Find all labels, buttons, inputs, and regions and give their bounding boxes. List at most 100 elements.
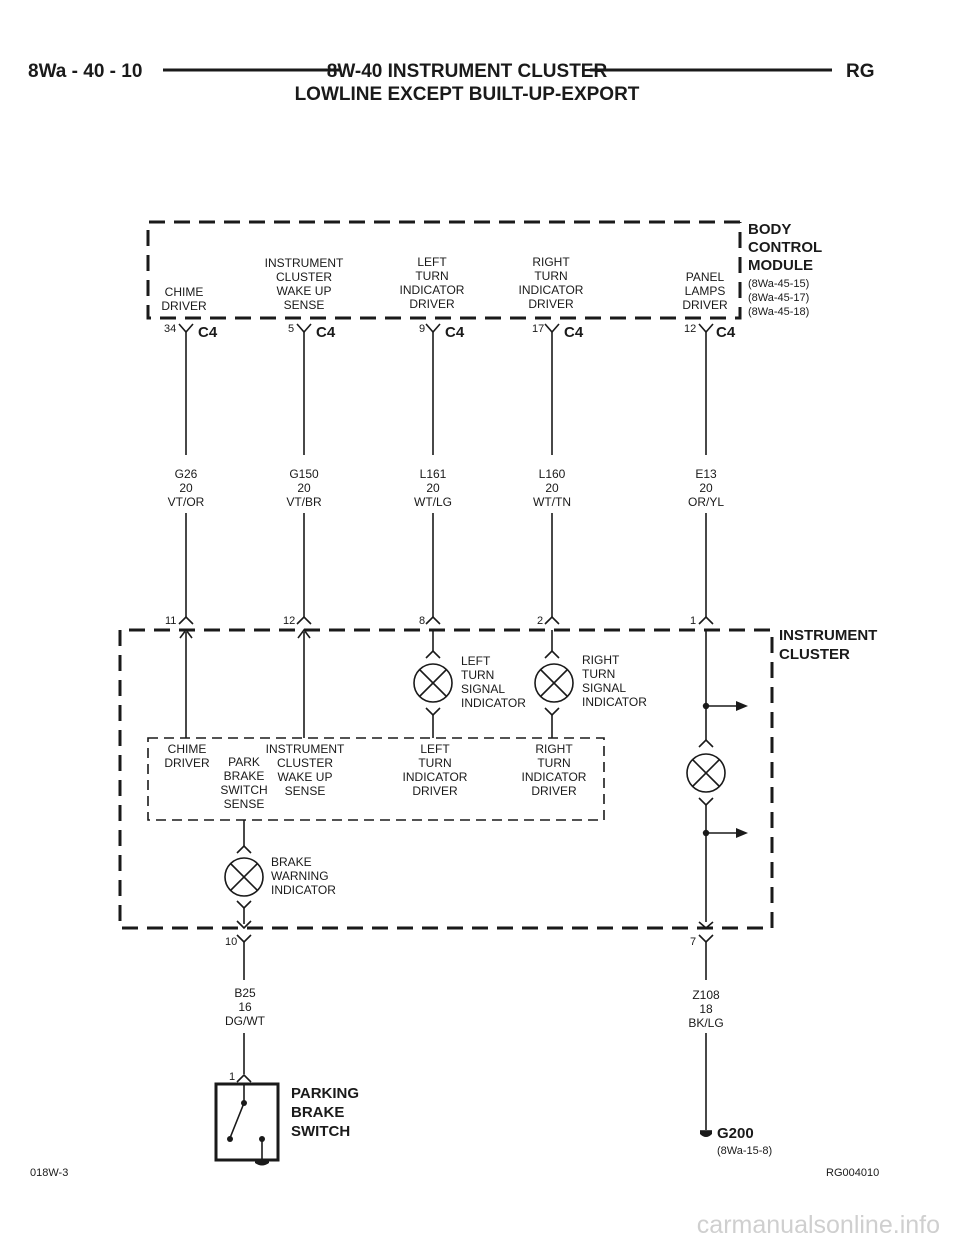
svg-text:VT/BR: VT/BR (286, 495, 322, 509)
page-title-line2: LOWLINE EXCEPT BUILT-UP-EXPORT (295, 84, 640, 105)
svg-text:L161: L161 (420, 467, 447, 481)
svg-text:BODY: BODY (748, 221, 791, 238)
svg-text:SENSE: SENSE (284, 298, 325, 312)
svg-text:Z108: Z108 (692, 988, 720, 1002)
bcm-name: BODY CONTROL MODULE (748, 221, 822, 274)
svg-text:WAKE UP: WAKE UP (278, 770, 333, 784)
svg-text:C4: C4 (198, 324, 218, 341)
cluster-pin-1: 1 (690, 615, 714, 627)
svg-text:CLUSTER: CLUSTER (779, 646, 850, 663)
svg-text:C4: C4 (716, 324, 736, 341)
left-turn-lamp-icon (413, 663, 453, 703)
switch-pin-1: 1 (229, 1071, 252, 1083)
cluster-pin-8: 8 (419, 615, 441, 627)
svg-text:12: 12 (684, 323, 696, 335)
svg-text:17: 17 (532, 323, 544, 335)
svg-text:7: 7 (690, 936, 696, 948)
wire-label-l161: L161 20 WT/LG (414, 467, 452, 509)
footer-left-code: 018W-3 (30, 1167, 68, 1179)
svg-text:INDICATOR: INDICATOR (519, 283, 584, 297)
svg-text:WARNING: WARNING (271, 869, 329, 883)
svg-text:SIGNAL: SIGNAL (582, 681, 626, 695)
cluster-arrow-wake (297, 628, 311, 639)
ground-icon (700, 1131, 712, 1137)
svg-text:DRIVER: DRIVER (161, 299, 207, 313)
bcm-label-left-turn-driver: LEFT TURN INDICATOR DRIVER (400, 255, 465, 311)
switch-blade-icon (229, 1102, 245, 1139)
svg-text:MODULE: MODULE (748, 257, 813, 274)
svg-text:G26: G26 (175, 467, 198, 481)
inner-label-left-turn-driver: LEFT TURN INDICATOR DRIVER (403, 742, 468, 798)
wire-label-g150: G150 20 VT/BR (286, 467, 322, 509)
svg-text:DG/WT: DG/WT (225, 1014, 266, 1028)
svg-text:DRIVER: DRIVER (164, 756, 210, 770)
bcm-pin-34: 34 C4 (164, 323, 218, 341)
bcm-label-right-turn-driver: RIGHT TURN INDICATOR DRIVER (519, 255, 584, 311)
bcm-pin-5: 5 C4 (288, 323, 336, 341)
page-title-line1: 8W-40 INSTRUMENT CLUSTER (327, 61, 608, 82)
svg-text:11: 11 (165, 615, 176, 627)
svg-text:1: 1 (229, 1071, 235, 1083)
bcm-pin-9: 9 C4 (419, 323, 465, 341)
inner-label-chime-driver: CHIME DRIVER (164, 742, 210, 770)
cluster-dashed-box (118, 628, 774, 930)
svg-text:INDICATOR: INDICATOR (271, 883, 336, 897)
brake-lamp-socket-bottom (236, 900, 252, 910)
svg-text:SWITCH: SWITCH (291, 1123, 350, 1140)
svg-text:12: 12 (283, 615, 295, 627)
svg-text:VT/OR: VT/OR (168, 495, 205, 509)
right-turn-lamp-cross-b (540, 669, 568, 697)
svg-text:18: 18 (699, 1002, 713, 1016)
svg-text:TURN: TURN (461, 668, 494, 682)
cluster-arrow-brake (236, 920, 252, 930)
svg-text:8: 8 (419, 615, 425, 627)
svg-text:1: 1 (690, 615, 696, 627)
svg-text:SENSE: SENSE (285, 784, 326, 798)
svg-text:DRIVER: DRIVER (531, 784, 577, 798)
wire-label-e13: E13 20 OR/YL (688, 467, 724, 509)
svg-text:20: 20 (545, 481, 559, 495)
svg-text:(8Wa-45-17): (8Wa-45-17) (748, 292, 809, 304)
svg-text:20: 20 (297, 481, 311, 495)
wire-label-z108: Z108 18 BK/LG (688, 988, 723, 1030)
cluster-arrow-ground (698, 921, 714, 930)
bcm-label-chime-driver: CHIME DRIVER (161, 285, 207, 313)
svg-text:INDICATOR: INDICATOR (403, 770, 468, 784)
svg-text:20: 20 (179, 481, 193, 495)
panel-lamps-arrow-lower-icon (736, 828, 748, 838)
left-turn-lamp-socket-top (425, 649, 441, 659)
right-turn-lamp-socket-bottom (544, 707, 560, 717)
svg-text:TURN: TURN (415, 269, 448, 283)
switch-ground-icon (255, 1160, 269, 1166)
svg-text:LAMPS: LAMPS (685, 284, 726, 298)
svg-text:WT/LG: WT/LG (414, 495, 452, 509)
wire-label-l160: L160 20 WT/TN (533, 467, 571, 509)
svg-text:20: 20 (699, 481, 713, 495)
page-reference: 8Wa - 40 - 10 (28, 61, 142, 82)
inner-label-right-turn-driver: RIGHT TURN INDICATOR DRIVER (522, 742, 587, 798)
parking-brake-switch-box (214, 1082, 280, 1162)
svg-text:2: 2 (537, 615, 543, 627)
brake-warning-lamp-label: BRAKE WARNING INDICATOR (271, 855, 336, 897)
cluster-arrow-chime (179, 628, 193, 639)
svg-text:C4: C4 (316, 324, 336, 341)
cluster-pin-2: 2 (537, 615, 560, 627)
svg-text:G150: G150 (289, 467, 319, 481)
cluster-name: INSTRUMENT CLUSTER (779, 627, 877, 663)
cluster-inner-dashed-box (147, 737, 605, 821)
cluster-pin-12: 12 (283, 615, 312, 627)
svg-text:BRAKE: BRAKE (224, 769, 265, 783)
svg-text:INDICATOR: INDICATOR (461, 696, 526, 710)
svg-text:34: 34 (164, 323, 176, 335)
svg-text:OR/YL: OR/YL (688, 495, 724, 509)
cluster-pin-10: 10 (225, 934, 252, 948)
svg-text:CHIME: CHIME (165, 285, 204, 299)
svg-text:SIGNAL: SIGNAL (461, 682, 505, 696)
svg-text:5: 5 (288, 323, 294, 335)
brake-warning-lamp-icon (224, 857, 264, 897)
ground-label: G200 (717, 1125, 754, 1142)
svg-text:10: 10 (225, 936, 237, 948)
svg-text:(8Wa-45-18): (8Wa-45-18) (748, 306, 809, 318)
svg-text:LEFT: LEFT (461, 654, 491, 668)
